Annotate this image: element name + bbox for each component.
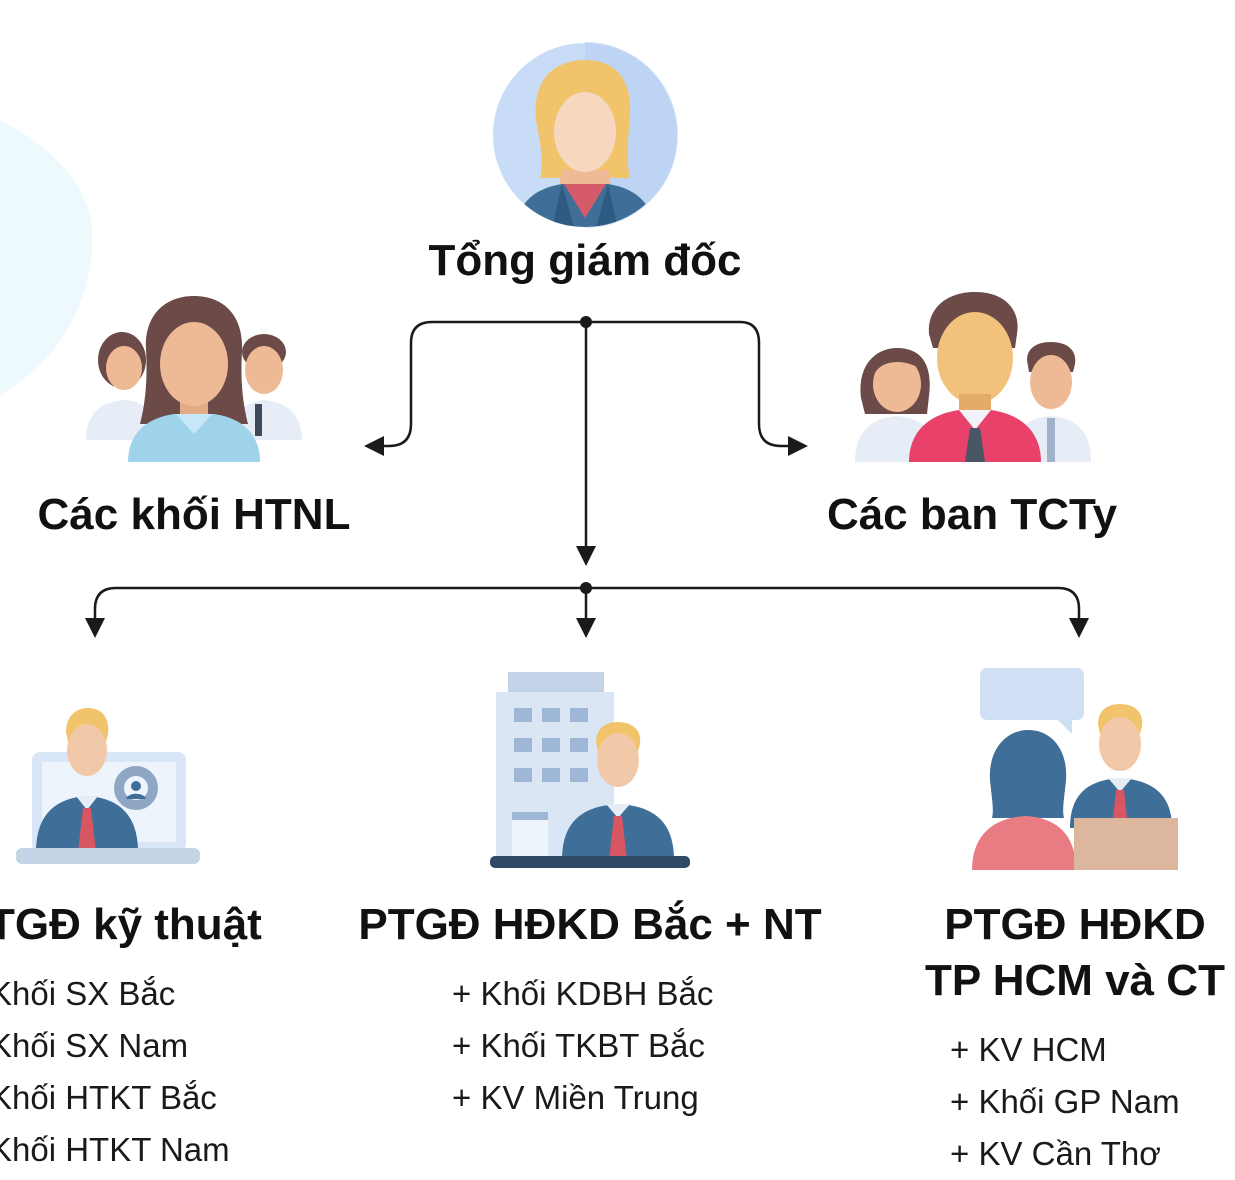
list-item: + KV HCM	[950, 1031, 1107, 1068]
list-item: + Khối KDBH Bắc	[452, 975, 714, 1012]
list-item: Khối SX Nam	[0, 1027, 189, 1064]
list-item: Khối HTKT Nam	[0, 1131, 230, 1168]
ptgd-south-list: + KV HCM + Khối GP Nam + KV Cần Thơ	[950, 1024, 1180, 1180]
connector-top-right	[586, 320, 808, 456]
connector-top-left	[364, 320, 586, 456]
ptgd-north-label: PTGĐ HĐKD Bắc + NT	[358, 900, 822, 949]
businessman-office-building-icon	[490, 672, 690, 868]
engineer-laptop-gear-icon	[16, 708, 200, 864]
group-three-people-icon	[86, 296, 302, 462]
ptgd-north-list: + Khối KDBH Bắc + Khối TKBT Bắc + KV Miề…	[452, 968, 713, 1124]
list-item: Khối SX Bắc	[0, 975, 176, 1012]
consultation-meeting-icon	[972, 668, 1178, 870]
ptgd-tech-label: TGĐ kỹ thuật	[0, 900, 262, 949]
list-item: + KV Miền Trung	[452, 1079, 699, 1116]
list-item: + Khối TKBT Bắc	[452, 1027, 705, 1064]
junction-dot-top	[580, 316, 592, 328]
list-item: Khối HTKT Bắc	[0, 1079, 217, 1116]
ceo-label: Tổng giám đốc	[428, 236, 742, 285]
tcty-label: Các ban TCTy	[826, 490, 1118, 539]
connector-bottom-right	[586, 586, 1089, 638]
ptgd-tech-list: Khối SX Bắc Khối SX Nam Khối HTKT Bắc Kh…	[0, 968, 230, 1176]
connector-bottom-left	[85, 586, 586, 638]
htnl-label: Các khối HTNL	[37, 490, 351, 539]
ptgd-south-label-line1: PTGĐ HĐKD	[944, 900, 1206, 949]
female-executive-icon	[493, 42, 678, 228]
team-three-people-icon	[855, 292, 1091, 462]
ptgd-south-label-line2: TP HCM và CT	[925, 956, 1225, 1005]
list-item: + Khối GP Nam	[950, 1083, 1180, 1120]
list-item: + KV Cần Thơ	[950, 1135, 1161, 1172]
junction-dot-bottom	[580, 582, 592, 594]
